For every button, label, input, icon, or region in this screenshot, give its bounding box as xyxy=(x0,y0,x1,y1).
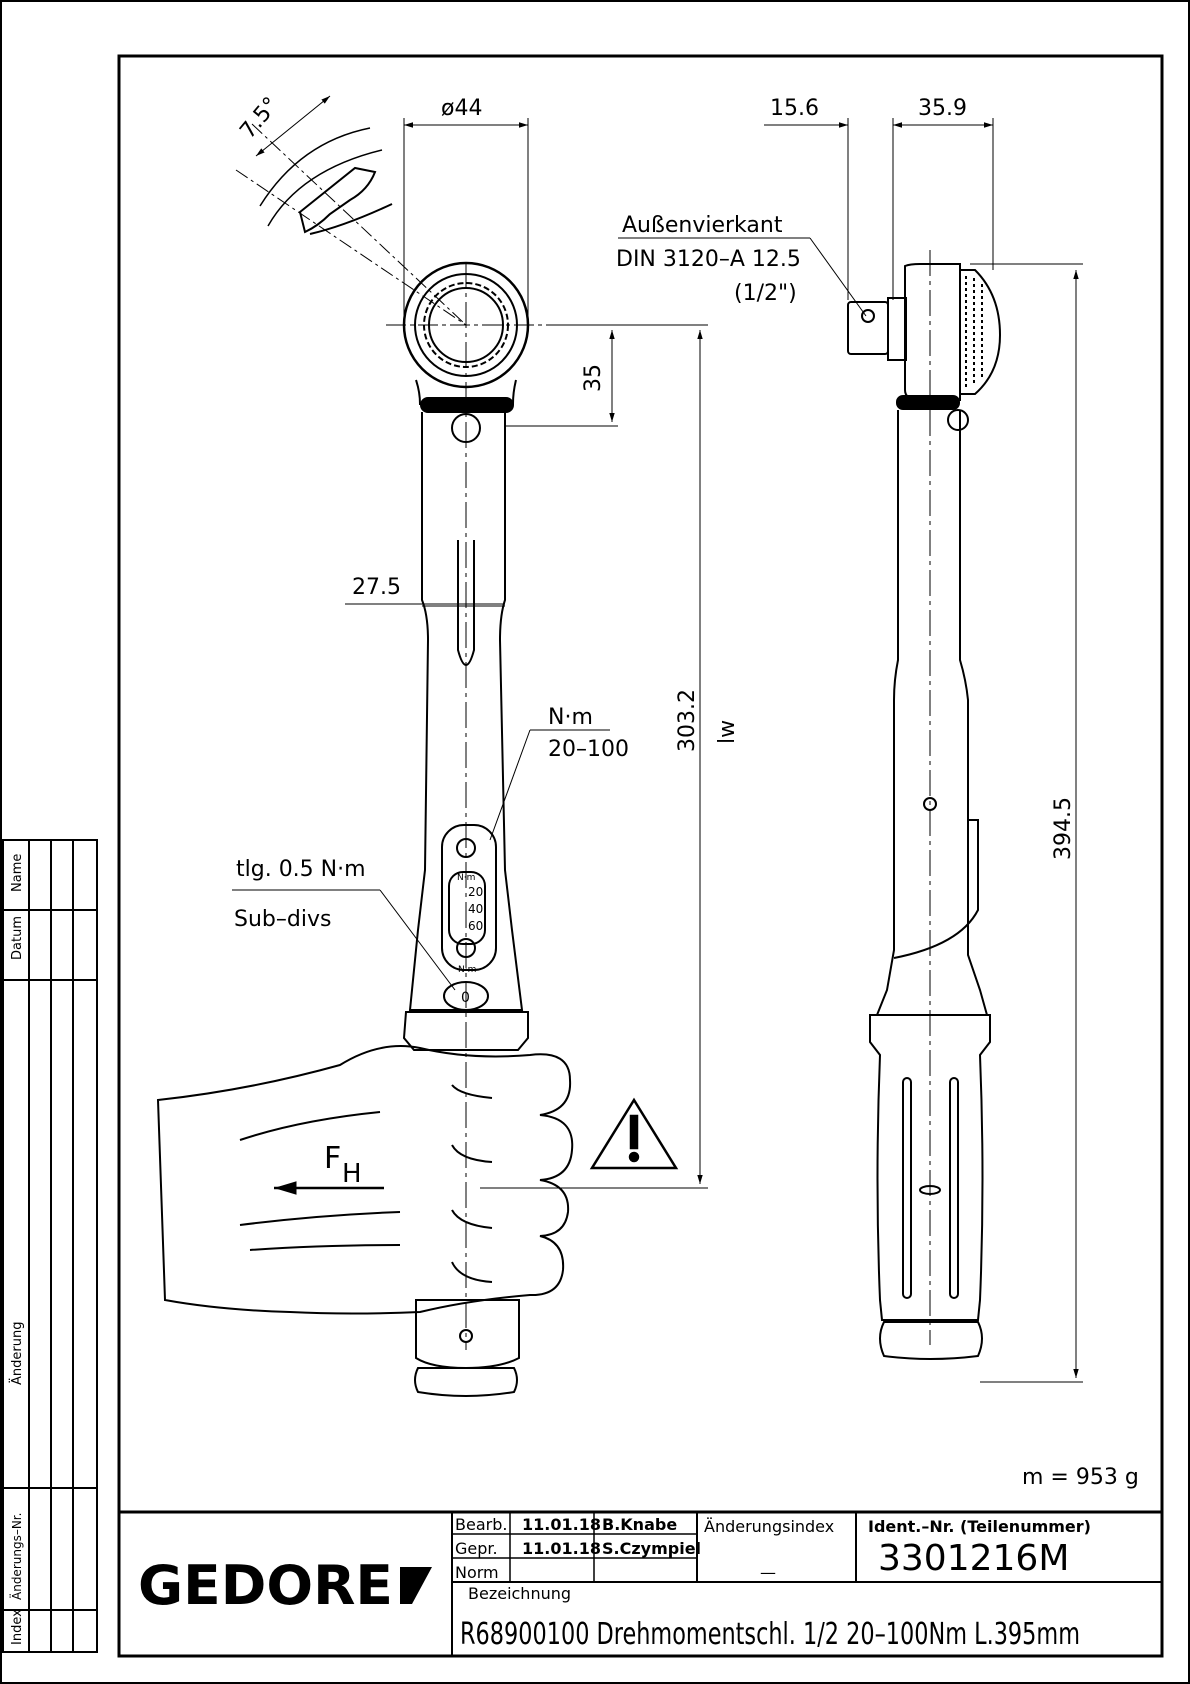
scale-screw-bottom xyxy=(456,938,476,958)
dim-35-9: 35.9 xyxy=(918,96,967,121)
scale-screw-top xyxy=(456,838,476,858)
label-drive-1: Außenvierkant xyxy=(622,213,783,238)
rev-aenderungs-nr-label: Änderungs–Nr. xyxy=(9,1513,24,1600)
bezeichnung-label: Bezeichnung xyxy=(468,1584,571,1603)
label-subdiv-1: tlg. 0.5 N·m xyxy=(236,857,366,882)
dim-27-5: 27.5 xyxy=(352,575,401,600)
handle-end-cap xyxy=(414,1367,518,1397)
reverse-lever xyxy=(298,166,377,234)
dim-303-2: 303.2 xyxy=(675,689,700,752)
dim-35: 35 xyxy=(581,364,606,392)
scale-20: 20 xyxy=(468,885,483,899)
dim-diameter-head: ø44 xyxy=(441,96,482,121)
side-head xyxy=(904,263,961,401)
bearb-label: Bearb. xyxy=(455,1515,507,1534)
ident-label: Ident.–Nr. (Teilenummer) xyxy=(868,1517,1091,1536)
gepr-date: 11.01.18 xyxy=(522,1539,601,1558)
adjust-window xyxy=(443,981,489,1011)
rev-datum-label: Datum xyxy=(10,916,25,960)
side-knurl xyxy=(959,269,1002,395)
dim-394-5: 394.5 xyxy=(1051,797,1076,860)
front-dimensions xyxy=(232,118,708,1189)
dim-lw: lw xyxy=(715,720,740,744)
mass-label: m = 953 g xyxy=(1022,1465,1139,1490)
gepr-name: S.Czympiel xyxy=(602,1539,701,1558)
force-label: F xyxy=(324,1141,341,1176)
label-range: 20–100 xyxy=(548,737,629,762)
hand-illustration xyxy=(156,1045,574,1315)
scale-unit: N·m xyxy=(457,873,475,883)
warning-icon xyxy=(589,1097,679,1170)
rev-aenderung-label: Änderung xyxy=(9,1322,25,1385)
side-handle xyxy=(869,1014,991,1321)
scale-window xyxy=(448,871,486,945)
window-value: 0 xyxy=(461,990,470,1006)
norm-label: Norm xyxy=(455,1563,499,1582)
scale-window-frame xyxy=(441,824,497,971)
label-unit: N·m xyxy=(548,705,593,730)
handle-collar xyxy=(402,1011,529,1051)
bezeichnung-value: R68900100 Drehmomentschl. 1/2 20–100Nm L… xyxy=(460,1617,1080,1652)
dim-15-6: 15.6 xyxy=(770,96,819,121)
lock-button xyxy=(451,413,481,443)
side-view xyxy=(847,250,1002,1360)
shaft-groove xyxy=(457,540,475,666)
label-subdiv-2: Sub–divs xyxy=(234,907,331,932)
rev-index-label: Index xyxy=(10,1609,25,1645)
scale-60: 60 xyxy=(468,919,483,933)
ident-value: 3301216M xyxy=(878,1538,1069,1579)
gedore-logo: GEDORE xyxy=(138,1554,432,1617)
side-shaft xyxy=(875,410,989,1016)
revision-table xyxy=(2,839,98,1653)
force-subscript: H xyxy=(342,1159,362,1189)
bearb-name: B.Knabe xyxy=(602,1515,677,1534)
label-drive-2: DIN 3120–A 12.5 xyxy=(616,247,801,272)
aenderungsindex-value: — xyxy=(760,1563,776,1582)
title-block xyxy=(119,1510,1162,1656)
front-view xyxy=(235,95,546,1397)
rev-name-label: Name xyxy=(10,854,25,892)
neck-ring xyxy=(420,397,514,413)
side-dimensions xyxy=(618,118,1083,1383)
dim-angle: 7.5° xyxy=(235,93,284,144)
scale-40: 40 xyxy=(468,902,483,916)
drawing-frame xyxy=(117,54,1164,1658)
label-drive-3: (1/2") xyxy=(734,281,797,306)
gepr-label: Gepr. xyxy=(455,1539,498,1558)
logo-text: GEDORE xyxy=(138,1554,393,1617)
aenderungsindex-label: Änderungsindex xyxy=(704,1517,834,1536)
window-unit: N·m xyxy=(458,965,476,975)
bearb-date: 11.01.18 xyxy=(522,1515,601,1534)
logo-mark xyxy=(400,1567,432,1604)
